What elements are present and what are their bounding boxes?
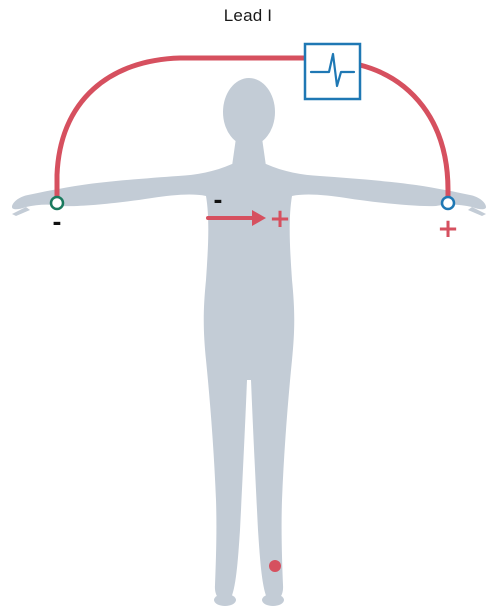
- ecg-trace-icon: [309, 52, 356, 88]
- vector-positive-sign: +: [269, 204, 291, 234]
- body-silhouette: [12, 78, 486, 606]
- electrode-positive-sign: +: [437, 214, 459, 244]
- left-foot: [214, 594, 236, 606]
- left-hand-fingers: [12, 207, 30, 216]
- electrode-positive: [440, 195, 456, 211]
- neck: [232, 138, 266, 166]
- head: [223, 78, 275, 146]
- body-outline: [12, 164, 486, 602]
- right-foot: [262, 594, 284, 606]
- lead-vector: [206, 210, 266, 226]
- lead-cable: [54, 55, 308, 203]
- ecg-monitor: [303, 42, 362, 101]
- electrode-negative: [49, 195, 65, 211]
- arrow-head-icon: [252, 210, 266, 226]
- diagram-title: Lead I: [223, 6, 273, 25]
- lead-cable-right: [357, 62, 451, 201]
- electrode-negative-sign: -: [52, 211, 61, 236]
- right-hand-fingers: [468, 207, 486, 216]
- ground-electrode: [269, 560, 281, 572]
- vector-negative-sign: -: [213, 189, 222, 214]
